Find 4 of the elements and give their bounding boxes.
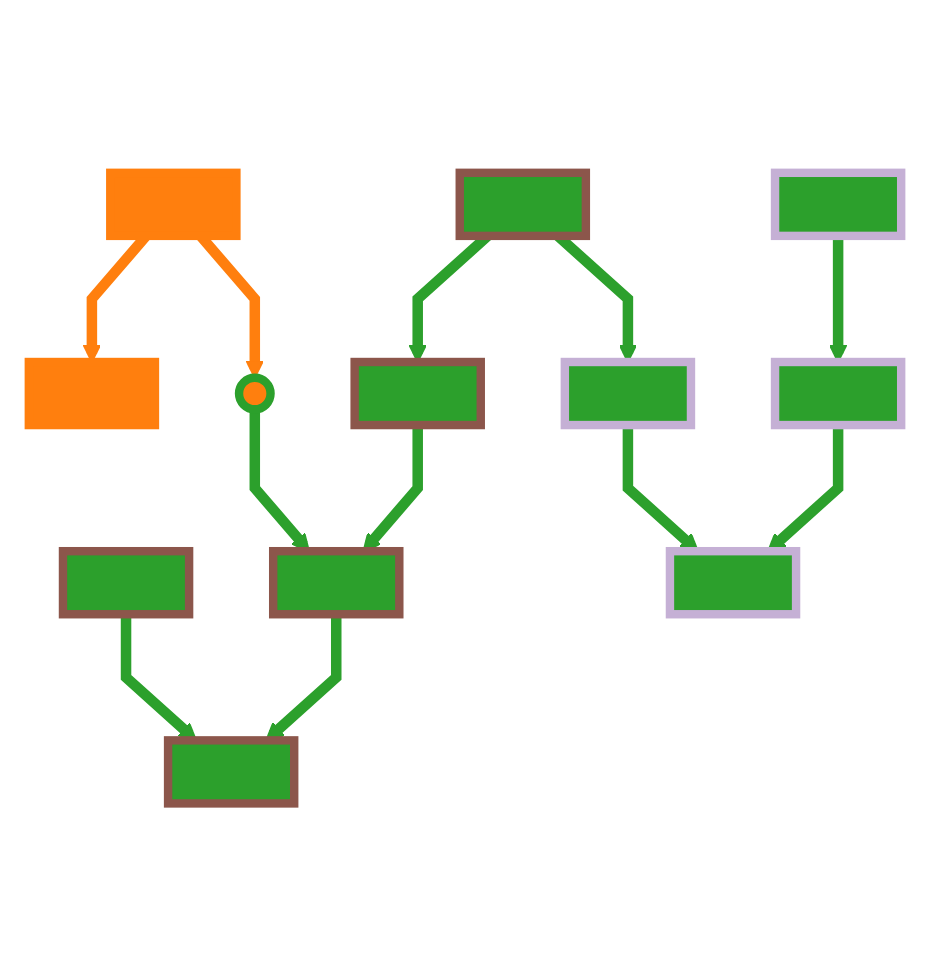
- arrow: [622, 425, 699, 553]
- arrow: [249, 410, 310, 553]
- arrow: [362, 425, 423, 553]
- arrow: [767, 425, 844, 553]
